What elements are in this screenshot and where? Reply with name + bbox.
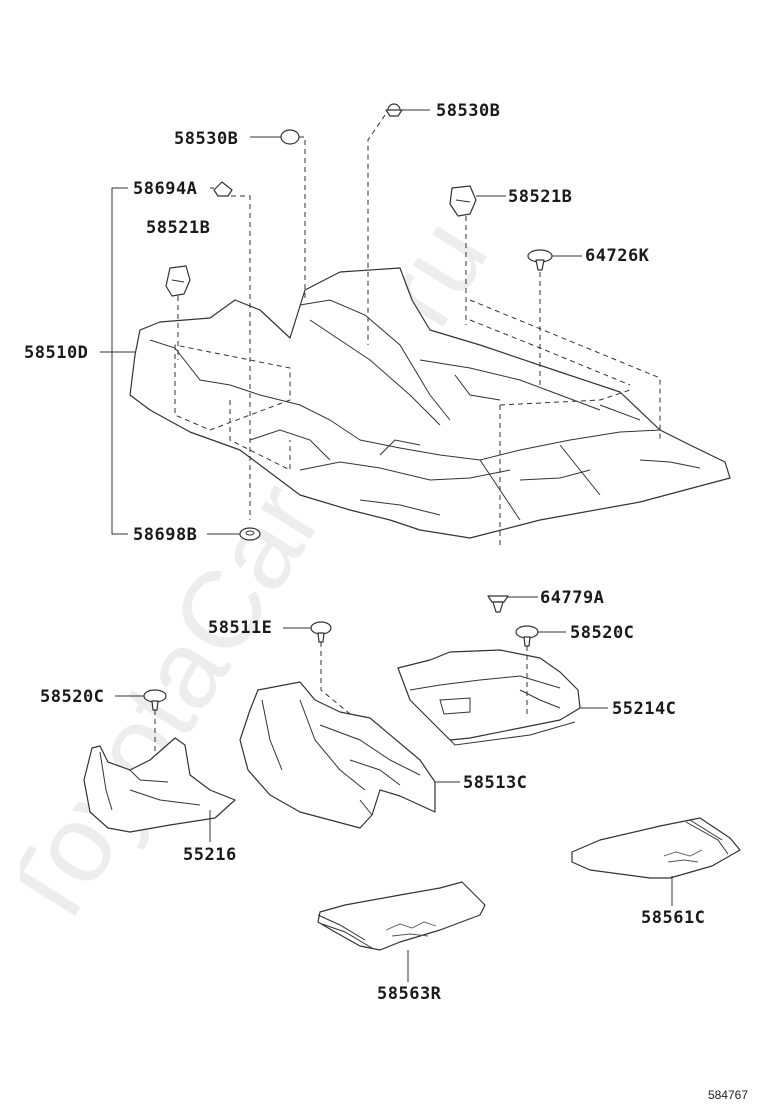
label-58530B-top: 58530B <box>436 101 501 121</box>
label-58520C-left: 58520C <box>40 687 105 707</box>
label-58698B: 58698B <box>133 525 198 545</box>
label-64779A: 64779A <box>540 588 605 608</box>
clip-58521B-left <box>165 265 191 297</box>
label-64726K: 64726K <box>585 246 650 266</box>
clip-64779A <box>487 595 509 613</box>
floor-mat-58563R <box>317 881 486 951</box>
label-58520C-right: 58520C <box>570 623 635 643</box>
clip-58530B-top <box>385 103 403 117</box>
label-58521B-right: 58521B <box>508 187 573 207</box>
diagram-reference-number: 584767 <box>707 1088 748 1102</box>
label-58561C: 58561C <box>641 908 706 928</box>
clip-58511E <box>310 621 332 643</box>
clip-58530B-left <box>280 129 300 145</box>
clip-64726K <box>527 249 553 271</box>
clip-58520C-left <box>143 689 167 711</box>
rear-carpet-55214C <box>397 649 581 746</box>
clip-58694A <box>213 181 233 197</box>
label-58510D: 58510D <box>24 343 89 363</box>
clip-58521B-right <box>449 185 477 217</box>
tunnel-carpet-58513C <box>239 681 436 829</box>
label-58521B-left: 58521B <box>146 218 211 238</box>
label-58530B-left: 58530B <box>174 129 239 149</box>
floor-carpet-main <box>129 267 731 539</box>
label-58513C: 58513C <box>463 773 528 793</box>
label-58511E: 58511E <box>208 618 273 638</box>
floor-mat-58561C <box>571 817 741 879</box>
label-55216: 55216 <box>183 845 237 865</box>
label-58694A: 58694A <box>133 179 198 199</box>
label-58563R: 58563R <box>377 984 442 1004</box>
label-55214C: 55214C <box>612 699 677 719</box>
side-carpet-55216 <box>83 737 236 833</box>
clip-58520C-right <box>515 625 539 647</box>
clip-58698B <box>239 527 261 541</box>
